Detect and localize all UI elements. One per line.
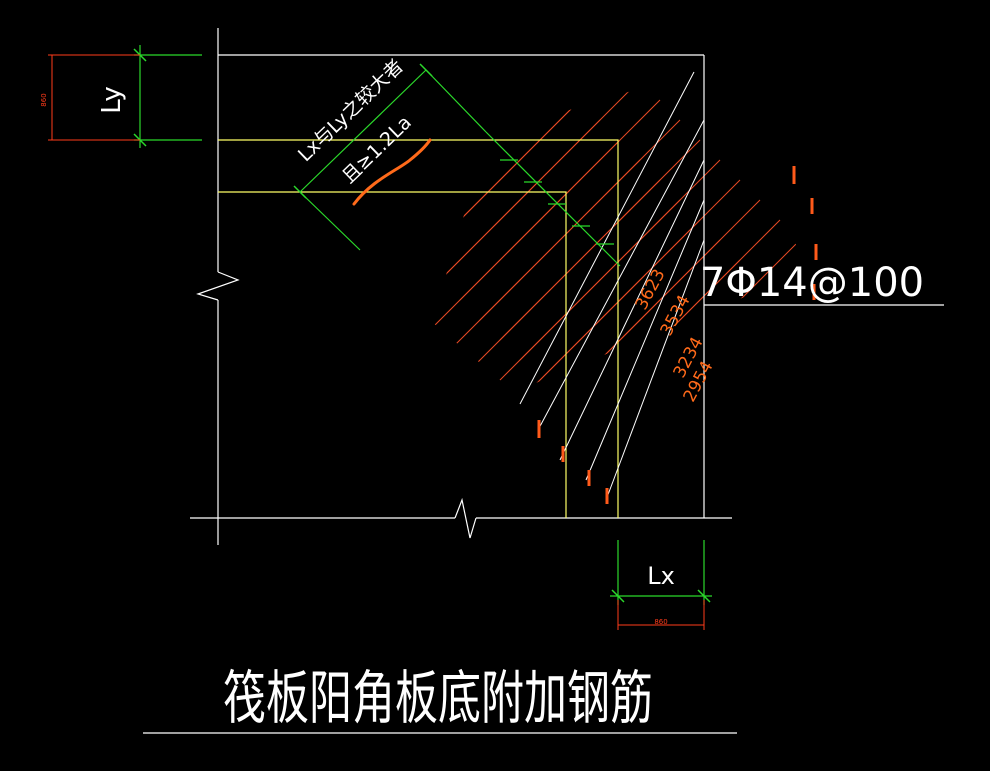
drawing-title: 筏板阳角板底附加钢筋: [223, 664, 653, 732]
rebar-spec-label: 7Φ14@100: [700, 260, 924, 306]
length-ticks: [537, 166, 818, 504]
rebar-lines: [218, 139, 619, 518]
hand-annotation-stroke: [352, 138, 432, 206]
ly-label: Ly: [97, 86, 127, 114]
dimension-ticks: [133, 48, 711, 603]
diagonal-length-1: 3623: [632, 266, 670, 314]
lx-small-dimension: 860: [654, 618, 667, 626]
diagonal-bars: [519, 71, 705, 501]
corner-hatch: [432, 70, 801, 392]
small-dimensions: [48, 54, 705, 630]
ly-small-dimension: 860: [40, 93, 48, 106]
dimension-lines: [134, 45, 712, 605]
slab-outline: [143, 28, 944, 734]
lx-label: Lx: [647, 562, 675, 590]
